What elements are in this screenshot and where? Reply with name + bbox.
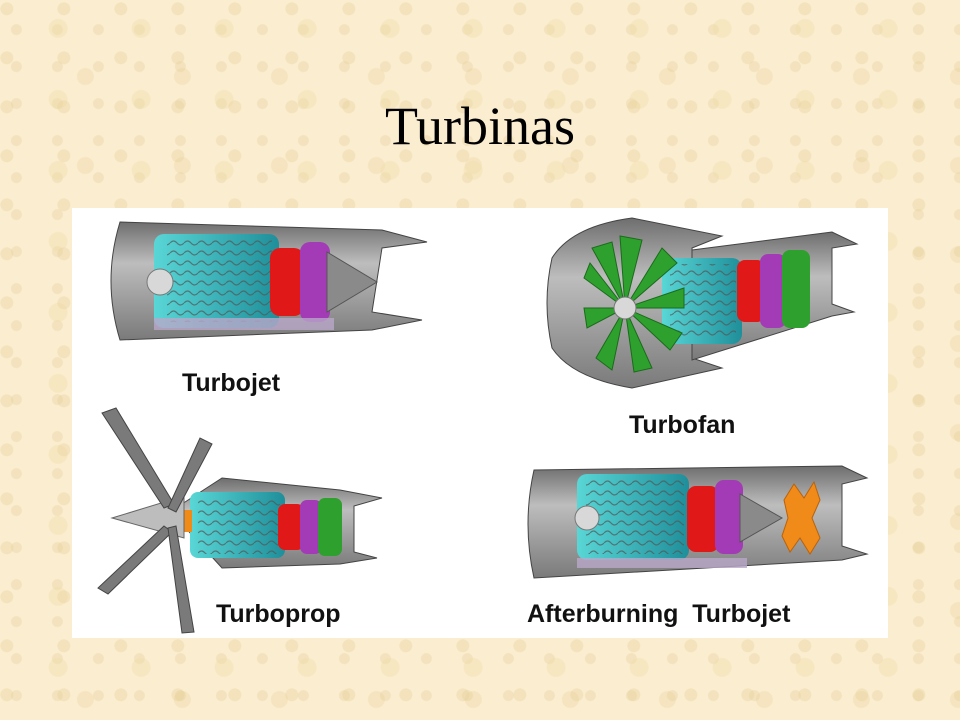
- turbojet-label: Turbojet: [182, 369, 281, 397]
- turbojet-engine-drawing: [110, 221, 428, 341]
- engine-illustration-panel: Turbojet Turbofan: [72, 208, 888, 638]
- afterburning-turbojet-engine-drawing: [527, 465, 869, 579]
- turbofan-label: Turbofan: [629, 411, 735, 439]
- afterburning-turbojet-label: Afterburning Turbojet: [527, 600, 791, 628]
- turboprop-engine-drawing: [97, 407, 383, 634]
- slide-title: Turbinas: [384, 96, 576, 156]
- turbofan-engine-drawing: [546, 217, 859, 389]
- turboprop-label: Turboprop: [216, 600, 341, 628]
